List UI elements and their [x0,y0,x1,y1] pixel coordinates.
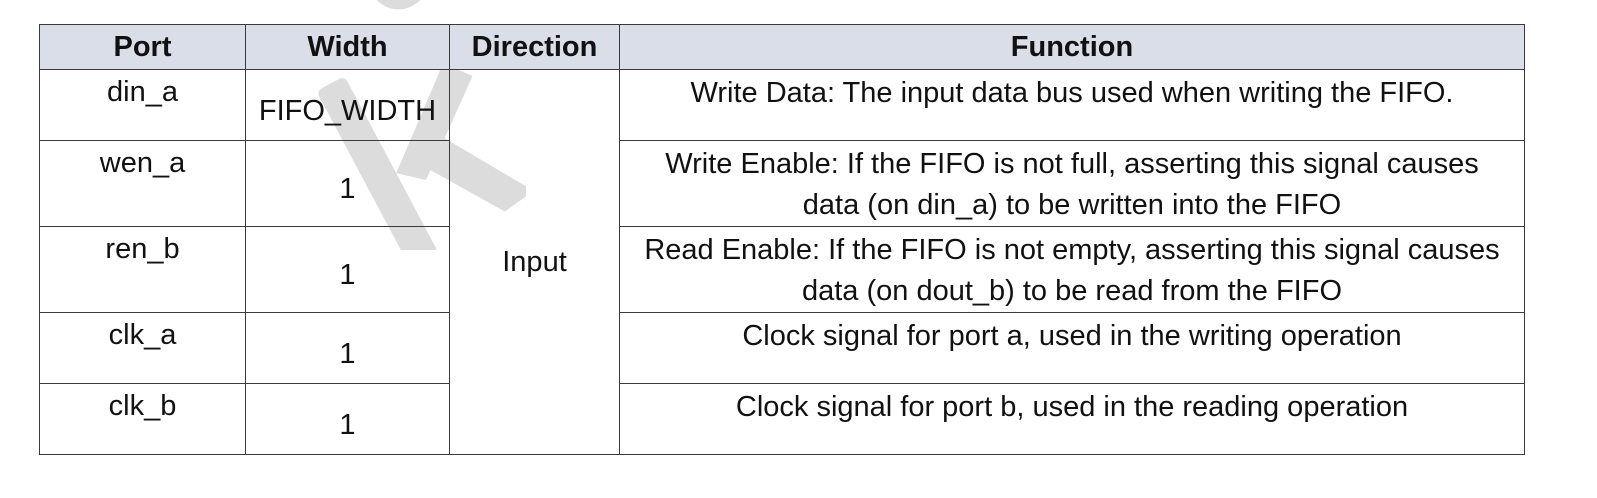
function-line: Write Data: The input data bus used when… [690,77,1454,109]
port-cell: clk_b [39,383,246,455]
header-function: Function [619,24,1525,70]
function-cell: Write Enable: If the FIFO is not full, a… [619,140,1525,227]
port-cell: din_a [39,69,246,141]
header-direction: Direction [449,24,620,70]
direction-cell: Input [449,69,620,455]
port-cell: clk_a [39,312,246,384]
header-port: Port [39,24,246,70]
function-cell: Read Enable: If the FIFO is not empty, a… [619,226,1525,313]
function-line: Clock signal for port a, used in the wri… [742,320,1402,352]
table-row: clk_b 1 Clock signal for port b, used in… [39,383,1525,455]
function-line: Clock signal for port b, used in the rea… [735,391,1409,423]
port-table: Port Width Direction Function din_a FIFO… [39,24,1525,455]
width-cell: 1 [245,140,450,227]
table-row: clk_a 1 Clock signal for port a, used in… [39,312,1525,384]
function-line: Write Enable: If the FIFO is not full, a… [665,148,1479,180]
function-cell: Write Data: The input data bus used when… [619,69,1525,141]
header-row: Port Width Direction Function [39,24,1525,70]
port-cell: ren_b [39,226,246,313]
function-line: data (on dout_b) to be read from the FIF… [801,275,1342,307]
function-cell: Clock signal for port a, used in the wri… [619,312,1525,384]
width-cell: 1 [245,312,450,384]
function-cell: Clock signal for port b, used in the rea… [619,383,1525,455]
header-width: Width [245,24,450,70]
table-row: din_a FIFO_WIDTH Input Write Data: The i… [39,69,1525,455]
table-row: ren_b 1 Read Enable: If the FIFO is not … [39,226,1525,313]
function-line: data (on din_a) to be written into the F… [802,189,1342,221]
width-cell: FIFO_WIDTH [245,69,450,141]
table-row: wen_a 1 Write Enable: If the FIFO is not… [39,140,1525,227]
width-cell: 1 [245,226,450,313]
width-cell: 1 [245,383,450,455]
port-cell: wen_a [39,140,246,227]
function-line: Read Enable: If the FIFO is not empty, a… [644,234,1500,266]
